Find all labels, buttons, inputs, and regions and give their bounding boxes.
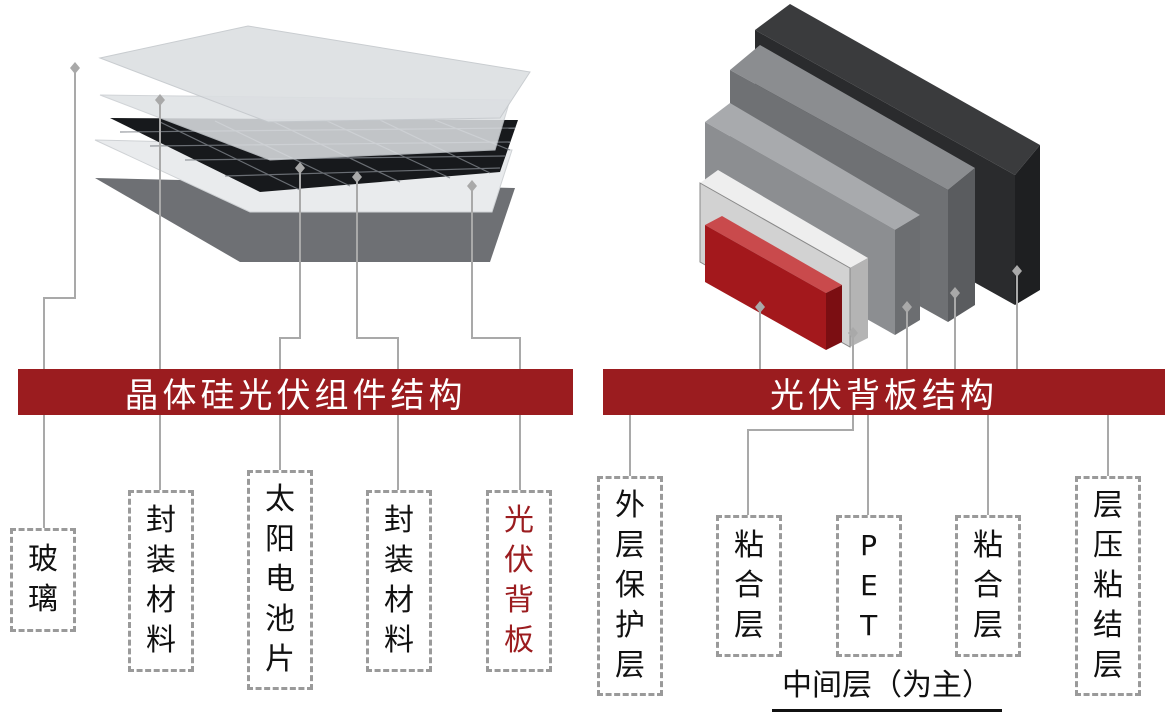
label-solar-cell: 太阳电池片 [247, 470, 313, 690]
backsheet-structure-title: 光伏背板结构 [770, 375, 998, 416]
label-char: 粘 [973, 528, 1003, 563]
label-encapsulant-2: 封装材料 [366, 490, 432, 672]
label-char: P [860, 529, 878, 562]
backsheet-structure-banner: 光伏背板结构 [603, 369, 1165, 416]
label-char: 料 [384, 623, 414, 658]
label-outer-protective-layer-text: 外层保护层 [615, 486, 645, 686]
label-backsheet: 光伏背板 [486, 490, 552, 672]
label-adhesive-layer-2-text: 粘合层 [973, 526, 1003, 646]
label-char: 璃 [28, 582, 58, 617]
label-char: 层 [973, 608, 1003, 643]
label-char: 装 [146, 543, 176, 578]
label-char: 层 [615, 648, 645, 683]
label-encapsulant-1-text: 封装材料 [146, 501, 176, 661]
label-char: 片 [265, 642, 295, 677]
label-glass: 玻璃 [10, 528, 76, 632]
label-char: 料 [146, 623, 176, 658]
label-char: 保 [615, 568, 645, 603]
module-structure-banner: 晶体硅光伏组件结构 [18, 369, 573, 416]
label-adhesive-layer-1: 粘合层 [716, 515, 782, 657]
label-char: 层 [1093, 488, 1123, 523]
label-char: 材 [384, 583, 414, 618]
label-char: 粘 [734, 528, 764, 563]
label-char: 电 [265, 562, 295, 597]
label-char: 阳 [265, 522, 295, 557]
middle-layer-caption-text: 中间层（为主） [782, 668, 992, 703]
label-char: 封 [146, 503, 176, 538]
module-structure-title: 晶体硅光伏组件结构 [124, 375, 467, 416]
label-lamination-adhesive-layer: 层压粘结层 [1075, 476, 1141, 696]
label-glass-text: 玻璃 [28, 540, 58, 620]
label-char: 外 [615, 488, 645, 523]
label-char: 池 [265, 602, 295, 637]
label-char: 背 [504, 583, 534, 618]
label-char: 伏 [504, 543, 534, 578]
middle-layer-caption: 中间层（为主） [772, 660, 1002, 712]
label-encapsulant-1: 封装材料 [128, 490, 194, 672]
label-char: 结 [1093, 608, 1123, 643]
backsheet-block-illustration [699, 4, 1040, 350]
label-char: 层 [615, 528, 645, 563]
label-char: 压 [1093, 528, 1123, 563]
label-char: T [860, 609, 878, 642]
label-backsheet-text: 光伏背板 [504, 501, 534, 661]
label-char: 层 [1093, 648, 1123, 683]
label-char: 层 [734, 608, 764, 643]
label-char: 合 [973, 568, 1003, 603]
solar-module-illustration [94, 25, 531, 262]
label-solar-cell-text: 太阳电池片 [265, 480, 295, 680]
label-char: 粘 [1093, 568, 1123, 603]
label-adhesive-layer-2: 粘合层 [955, 515, 1021, 657]
label-char: 光 [504, 503, 534, 538]
label-char: 护 [615, 608, 645, 643]
label-char: 玻 [28, 542, 58, 577]
label-char: 板 [504, 623, 534, 658]
label-lamination-adhesive-layer-text: 层压粘结层 [1093, 486, 1123, 686]
label-outer-protective-layer: 外层保护层 [597, 476, 663, 696]
caption-underline [772, 709, 1002, 712]
label-adhesive-layer-1-text: 粘合层 [734, 526, 764, 646]
label-char: 装 [384, 543, 414, 578]
label-encapsulant-2-text: 封装材料 [384, 501, 414, 661]
label-char: 太 [265, 482, 295, 517]
label-char: 合 [734, 568, 764, 603]
label-char: 材 [146, 583, 176, 618]
label-char: E [860, 569, 878, 602]
label-char: 封 [384, 503, 414, 538]
layer-glass [98, 25, 531, 123]
